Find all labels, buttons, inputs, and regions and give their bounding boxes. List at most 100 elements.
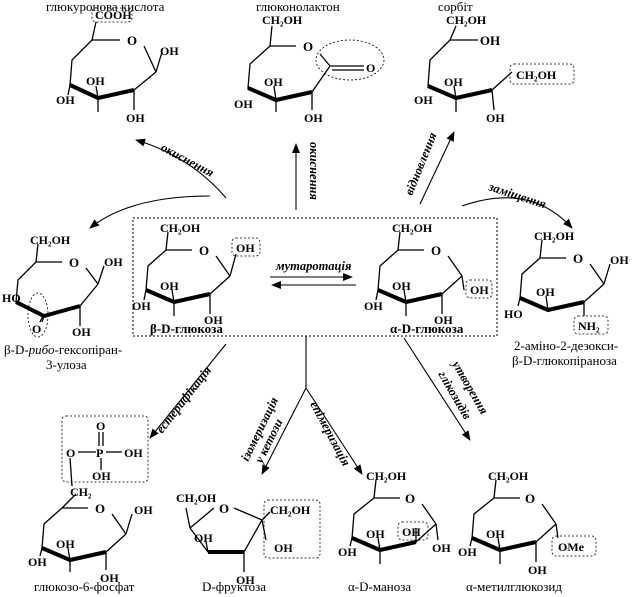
svg-text:OH: OH	[72, 325, 91, 339]
ring-o-methylglucoside: O	[525, 491, 535, 506]
arrow-to-methylglucoside	[403, 337, 471, 441]
mannose-name: α-D-маноза	[348, 579, 412, 594]
ring-o-mannose: O	[405, 491, 415, 506]
ring-o-sorbitol-c5: OH	[480, 33, 500, 48]
group-labels: COOH OH OH OH OH CH₂OH OH OH OH O CH₂OH …	[2, 8, 629, 587]
svg-text:CH₂OH: CH₂OH	[176, 491, 217, 505]
svg-text:OH: OH	[56, 93, 75, 107]
ulose-name-line1: β-D-рибо-гексопіран-	[4, 342, 122, 357]
ulose-name-prefix: β-D-	[4, 342, 29, 357]
ring-oxygens: O O OH O O O O O O O O	[69, 33, 583, 516]
svg-text:OH: OH	[486, 527, 505, 541]
ring-o-g6p: O	[95, 501, 105, 516]
label-substitution: заміщення	[486, 179, 548, 211]
glucose-6-phosphate-name: глюкозо-6-фосфат	[34, 579, 135, 594]
svg-text:OH: OH	[132, 299, 151, 313]
svg-text:CH₂OH: CH₂OH	[446, 13, 487, 27]
ulose-structure	[15, 243, 105, 338]
ring-o-ulose: O	[69, 255, 79, 270]
beta-glucose-name: β-D-глюкоза	[150, 321, 223, 336]
arrow-to-mannose	[305, 387, 363, 475]
glucose-6-phosphate-structure	[39, 415, 149, 572]
center-frame	[132, 217, 498, 337]
svg-text:OH: OH	[236, 573, 255, 587]
svg-text:OMe: OMe	[558, 540, 585, 554]
svg-text:OH: OH	[134, 503, 153, 517]
reaction-labels: окиснення окиснення відновлення заміщенн…	[153, 130, 548, 469]
alpha-glucose-structure	[375, 231, 493, 316]
ulose-name-suffix: -гексопіран-	[54, 342, 123, 357]
svg-text:OH: OH	[414, 93, 433, 107]
svg-text:OH: OH	[364, 299, 383, 313]
arrow-to-g6p	[149, 343, 227, 439]
sorbitol-structure	[427, 25, 575, 112]
svg-text:O: O	[32, 322, 41, 336]
svg-text:HO: HO	[2, 291, 21, 305]
methylglucoside-structure	[469, 479, 597, 564]
svg-text:CH₂OH: CH₂OH	[534, 229, 575, 243]
arrow-to-glucuronic	[135, 138, 227, 199]
svg-text:NH₂: NH₂	[578, 319, 600, 333]
arrow-to-sorbitol	[419, 131, 455, 205]
svg-text:OH: OH	[470, 283, 489, 297]
ulose-name-italic: рибо	[28, 342, 55, 357]
mannose-structure	[349, 479, 439, 564]
svg-text:OH: OH	[100, 571, 119, 585]
svg-text:OH: OH	[104, 255, 123, 269]
glucosamine-name-line1: 2-аміно-2-дезокси-	[514, 338, 619, 353]
svg-text:CH₂OH: CH₂OH	[516, 68, 557, 82]
svg-text:OH: OH	[392, 279, 411, 293]
ring-o-fructose: O	[219, 501, 229, 516]
svg-text:CH₂OH: CH₂OH	[270, 503, 311, 517]
gluconolactone-structure	[247, 25, 385, 112]
ring-o-beta: O	[199, 243, 209, 258]
svg-text:CH₂OH: CH₂OH	[366, 469, 407, 483]
arrow-to-fructose	[261, 387, 307, 475]
glucuronic-acid-name: глюкуронова кислота	[46, 0, 165, 14]
arrow-to-ulose	[89, 195, 211, 229]
ulose-name-line2: 3-улоза	[46, 357, 87, 372]
methylglucoside-name: α-метилглюкозид	[466, 579, 562, 594]
glucosamine-structure	[517, 239, 611, 335]
svg-text:COOH: COOH	[95, 8, 132, 22]
label-oxidation-1: окиснення	[159, 140, 217, 180]
svg-text:OH: OH	[432, 541, 451, 555]
fructose-structure	[185, 499, 321, 572]
svg-text:CH₂OH: CH₂OH	[488, 469, 529, 483]
svg-text:P: P	[96, 446, 103, 460]
svg-text:CH₂OH: CH₂OH	[160, 221, 201, 235]
label-esterification: естерифікація	[153, 363, 214, 436]
svg-text:OH: OH	[160, 44, 179, 58]
fructose-name: D-фруктоза	[202, 579, 267, 594]
svg-text:OH: OH	[610, 253, 629, 267]
svg-text:OH: OH	[536, 285, 555, 299]
svg-text:OH: OH	[194, 531, 213, 545]
ring-o-gluconolactone: O	[303, 39, 313, 54]
svg-text:OH: OH	[234, 97, 253, 111]
svg-text:CH₂OH: CH₂OH	[392, 221, 433, 235]
ring-o-glucuronic: O	[127, 33, 137, 48]
label-mutarotation: мутаротація	[275, 259, 352, 273]
alpha-glucose-name: α-D-глюкоза	[390, 321, 464, 336]
gluconolactone-name: глюконолактон	[256, 0, 340, 14]
svg-text:CH₂OH: CH₂OH	[30, 233, 71, 247]
label-epimerization: епімеризація	[307, 399, 353, 469]
glucuronic-acid-structure	[67, 7, 163, 112]
reaction-arrows	[89, 131, 573, 475]
ring-o-alpha: O	[431, 243, 441, 258]
glucosamine-name-line2: β-D-глюкопіраноза	[512, 353, 617, 368]
svg-text:O: O	[96, 419, 105, 433]
svg-text:OH: OH	[264, 75, 283, 89]
svg-text:O: O	[66, 446, 75, 460]
svg-text:OH: OH	[124, 446, 143, 460]
svg-text:CH₂OH: CH₂OH	[262, 13, 303, 27]
svg-text:O: O	[366, 61, 375, 75]
svg-text:OH: OH	[528, 563, 547, 577]
sorbitol-name: сорбіт	[438, 0, 473, 14]
beta-glucose-structure	[143, 231, 261, 316]
svg-text:OH: OH	[458, 545, 477, 559]
ring-o-glucosamine: O	[573, 251, 583, 266]
svg-text:OH: OH	[338, 545, 357, 559]
svg-text:OH: OH	[444, 75, 463, 89]
svg-text:OH: OH	[366, 527, 385, 541]
